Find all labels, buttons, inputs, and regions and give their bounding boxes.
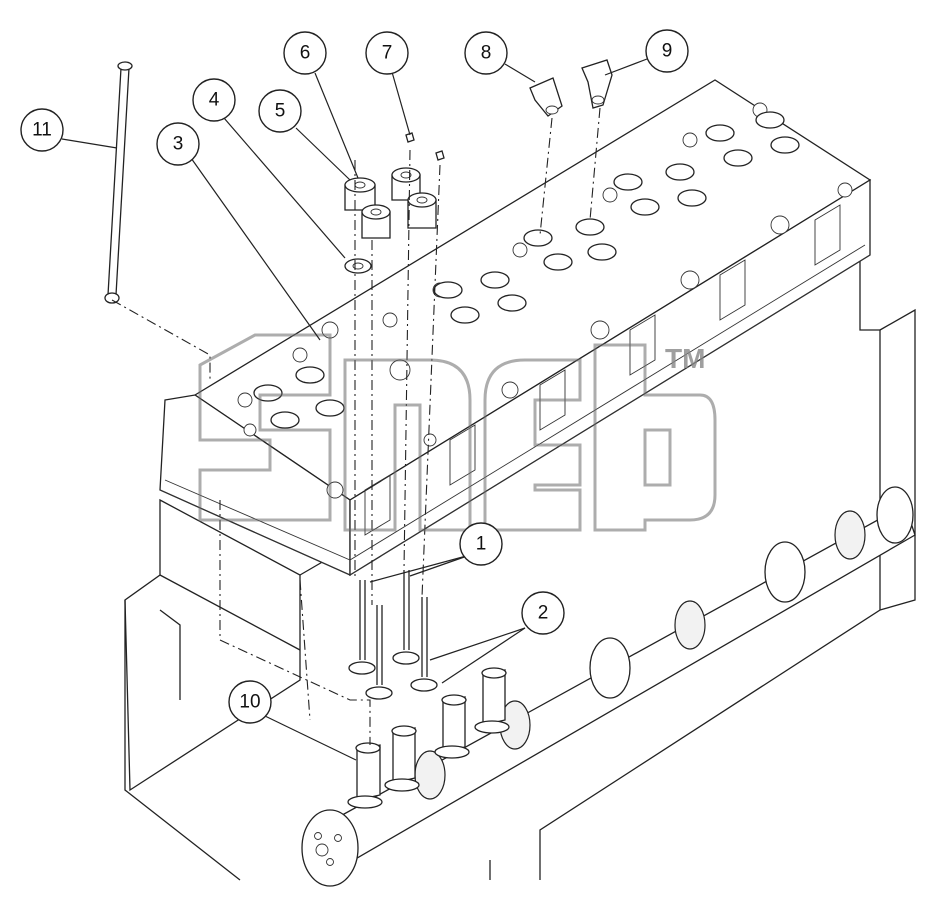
callout-8-label: 8 — [481, 43, 492, 64]
callout-4: 4 — [192, 78, 236, 122]
callout-10: 10 — [228, 680, 272, 724]
callout-11-label: 11 — [32, 120, 52, 141]
pushrod — [104, 61, 133, 304]
callout-1: 1 — [459, 522, 503, 566]
head-bolt-holes — [237, 102, 853, 499]
callout-8: 8 — [464, 31, 508, 75]
installed-valve-springs — [253, 111, 800, 429]
callout-3-label: 3 — [173, 134, 184, 155]
watermark-logo: TM — [198, 333, 717, 532]
head-side-ports — [364, 204, 841, 536]
callout-6-label: 6 — [300, 43, 311, 64]
callout-4-label: 4 — [209, 90, 220, 111]
callout-5: 5 — [258, 89, 302, 133]
callout-1-label: 1 — [476, 534, 487, 555]
watermark-trademark: TM — [665, 343, 705, 374]
valve-collets — [405, 132, 445, 161]
camshaft — [301, 486, 916, 887]
callout-6: 6 — [283, 31, 327, 75]
valve-spring-washer — [344, 258, 372, 274]
valves — [348, 570, 438, 700]
assembly-center-lines — [111, 107, 601, 745]
callout-7-label: 7 — [382, 43, 393, 64]
exploded-valve-springs — [344, 167, 437, 239]
callout-7: 7 — [365, 31, 409, 75]
cam-lobes — [414, 486, 914, 800]
leader-lines — [61, 58, 648, 761]
callout-11: 11 — [20, 108, 64, 152]
callout-3: 3 — [156, 122, 200, 166]
rocker-arms — [529, 59, 613, 117]
callout-10-label: 10 — [239, 692, 260, 713]
callout-5-label: 5 — [275, 101, 286, 122]
callout-2: 2 — [521, 591, 565, 635]
callout-2-label: 2 — [538, 603, 549, 624]
callout-9: 9 — [645, 29, 689, 73]
cylinder-head — [159, 79, 872, 577]
tappets — [347, 667, 510, 809]
callout-9-label: 9 — [662, 41, 673, 62]
